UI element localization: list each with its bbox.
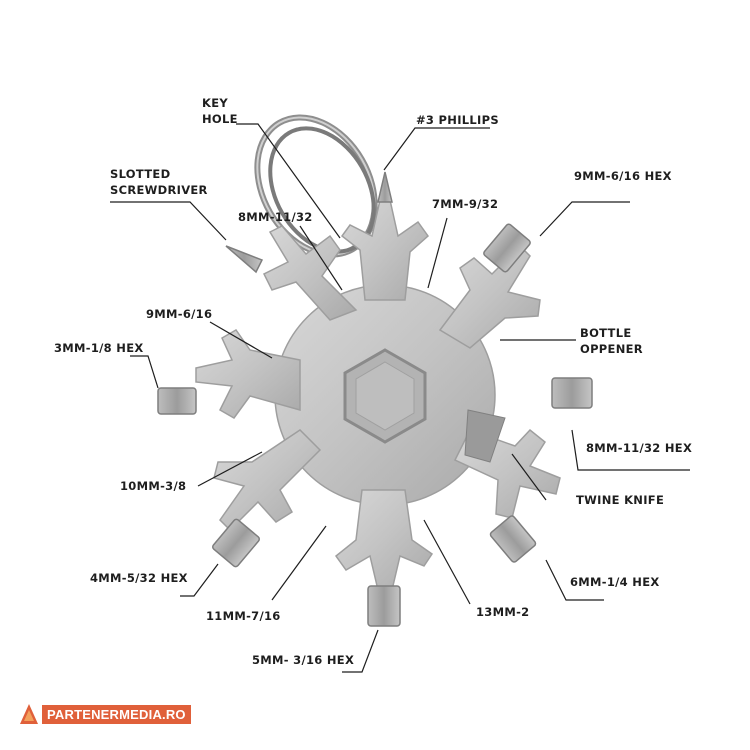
leader-8mm-hex (571, 429, 690, 471)
label-slotted-screwdriver: SLOTTED SCREWDRIVER (110, 167, 208, 197)
label-9mm-6-16: 9MM-6/16 (146, 307, 213, 321)
logo-text: PARTENERMEDIA.RO (42, 704, 191, 724)
leader-5mm (342, 629, 379, 673)
label-8mm-11-32: 8MM-11/32 (238, 210, 313, 224)
leader-10mm (197, 451, 263, 487)
leader-4mm (180, 563, 219, 597)
leader-key-hole (236, 123, 341, 239)
label-twine-knife: TWINE KNIFE (576, 493, 665, 507)
leader-9mm-6-16 (209, 321, 273, 359)
label-8mm-11-32-hex: 8MM-11/32 HEX (586, 441, 693, 455)
key-ring (254, 114, 378, 258)
label-11mm-7-16: 11MM-7/16 (206, 609, 281, 623)
leader-7mm-9-32 (427, 217, 448, 289)
leader-6mm (545, 559, 604, 601)
label-phillips: #3 PHILLIPS (416, 113, 499, 127)
leader-13mm (423, 519, 471, 605)
label-4mm-5-32-hex: 4MM-5/32 HEX (90, 571, 188, 585)
label-5mm-3-16-hex: 5MM- 3/16 HEX (252, 653, 355, 667)
leader-9mm-6-16-hex (539, 201, 630, 237)
leader-twine (511, 453, 547, 501)
label-bottle-opener: BOTTLE OPPENER (580, 326, 643, 356)
leader-3mm (130, 355, 159, 389)
label-10mm-3-8: 10MM-3/8 (120, 479, 187, 493)
leader-slotted (110, 201, 227, 241)
label-7mm-9-32: 7MM-9/32 (432, 197, 499, 211)
label-key-hole: KEY HOLE (202, 96, 238, 126)
leader-11mm (271, 525, 327, 601)
label-3mm-1-8-hex: 3MM-1/8 HEX (54, 341, 144, 355)
logo-mark-icon (20, 704, 38, 724)
brand-logo: PARTENERMEDIA.RO (20, 702, 191, 726)
leader-lines (110, 123, 690, 673)
leader-phillips (383, 127, 490, 171)
hex-bits (157, 171, 593, 627)
label-9mm-6-16-hex: 9MM-6/16 HEX (574, 169, 672, 183)
label-6mm-1-4-hex: 6MM-1/4 HEX (570, 575, 660, 589)
leader-8mm-11-32 (299, 225, 343, 291)
snowflake-body (195, 199, 561, 591)
label-13mm-2: 13MM-2 (476, 605, 530, 619)
